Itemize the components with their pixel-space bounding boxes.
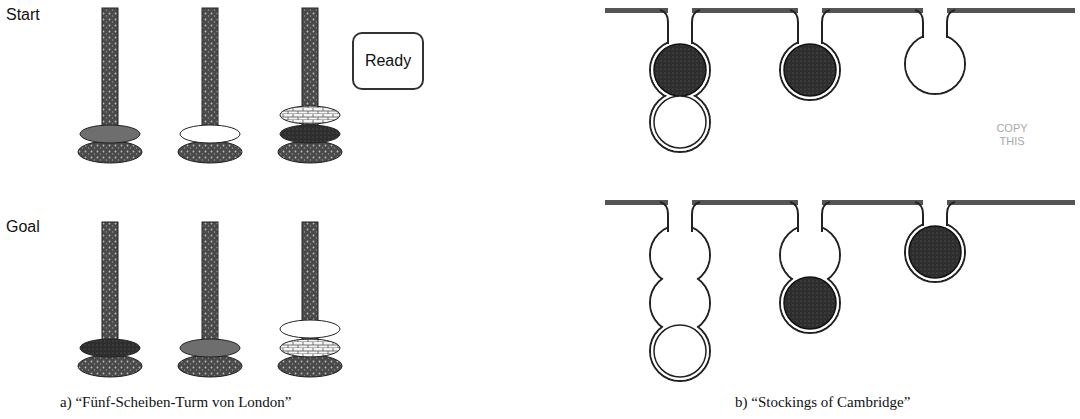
node-text: Ready xyxy=(365,52,411,70)
ready-box: Ready xyxy=(352,32,424,90)
row-label: Goal xyxy=(6,218,40,236)
stockings-bottom xyxy=(605,199,1075,381)
row-label: Start xyxy=(6,6,40,24)
stockings-top xyxy=(605,7,1075,152)
peg-goal xyxy=(78,222,342,377)
peg-start xyxy=(78,8,342,163)
sub-caption: a) “Fünf-Scheiben-Turm von London” xyxy=(60,394,292,411)
watermark: COPY THIS xyxy=(985,122,1039,148)
sub-caption: b) “Stockings of Cambridge” xyxy=(735,394,910,411)
